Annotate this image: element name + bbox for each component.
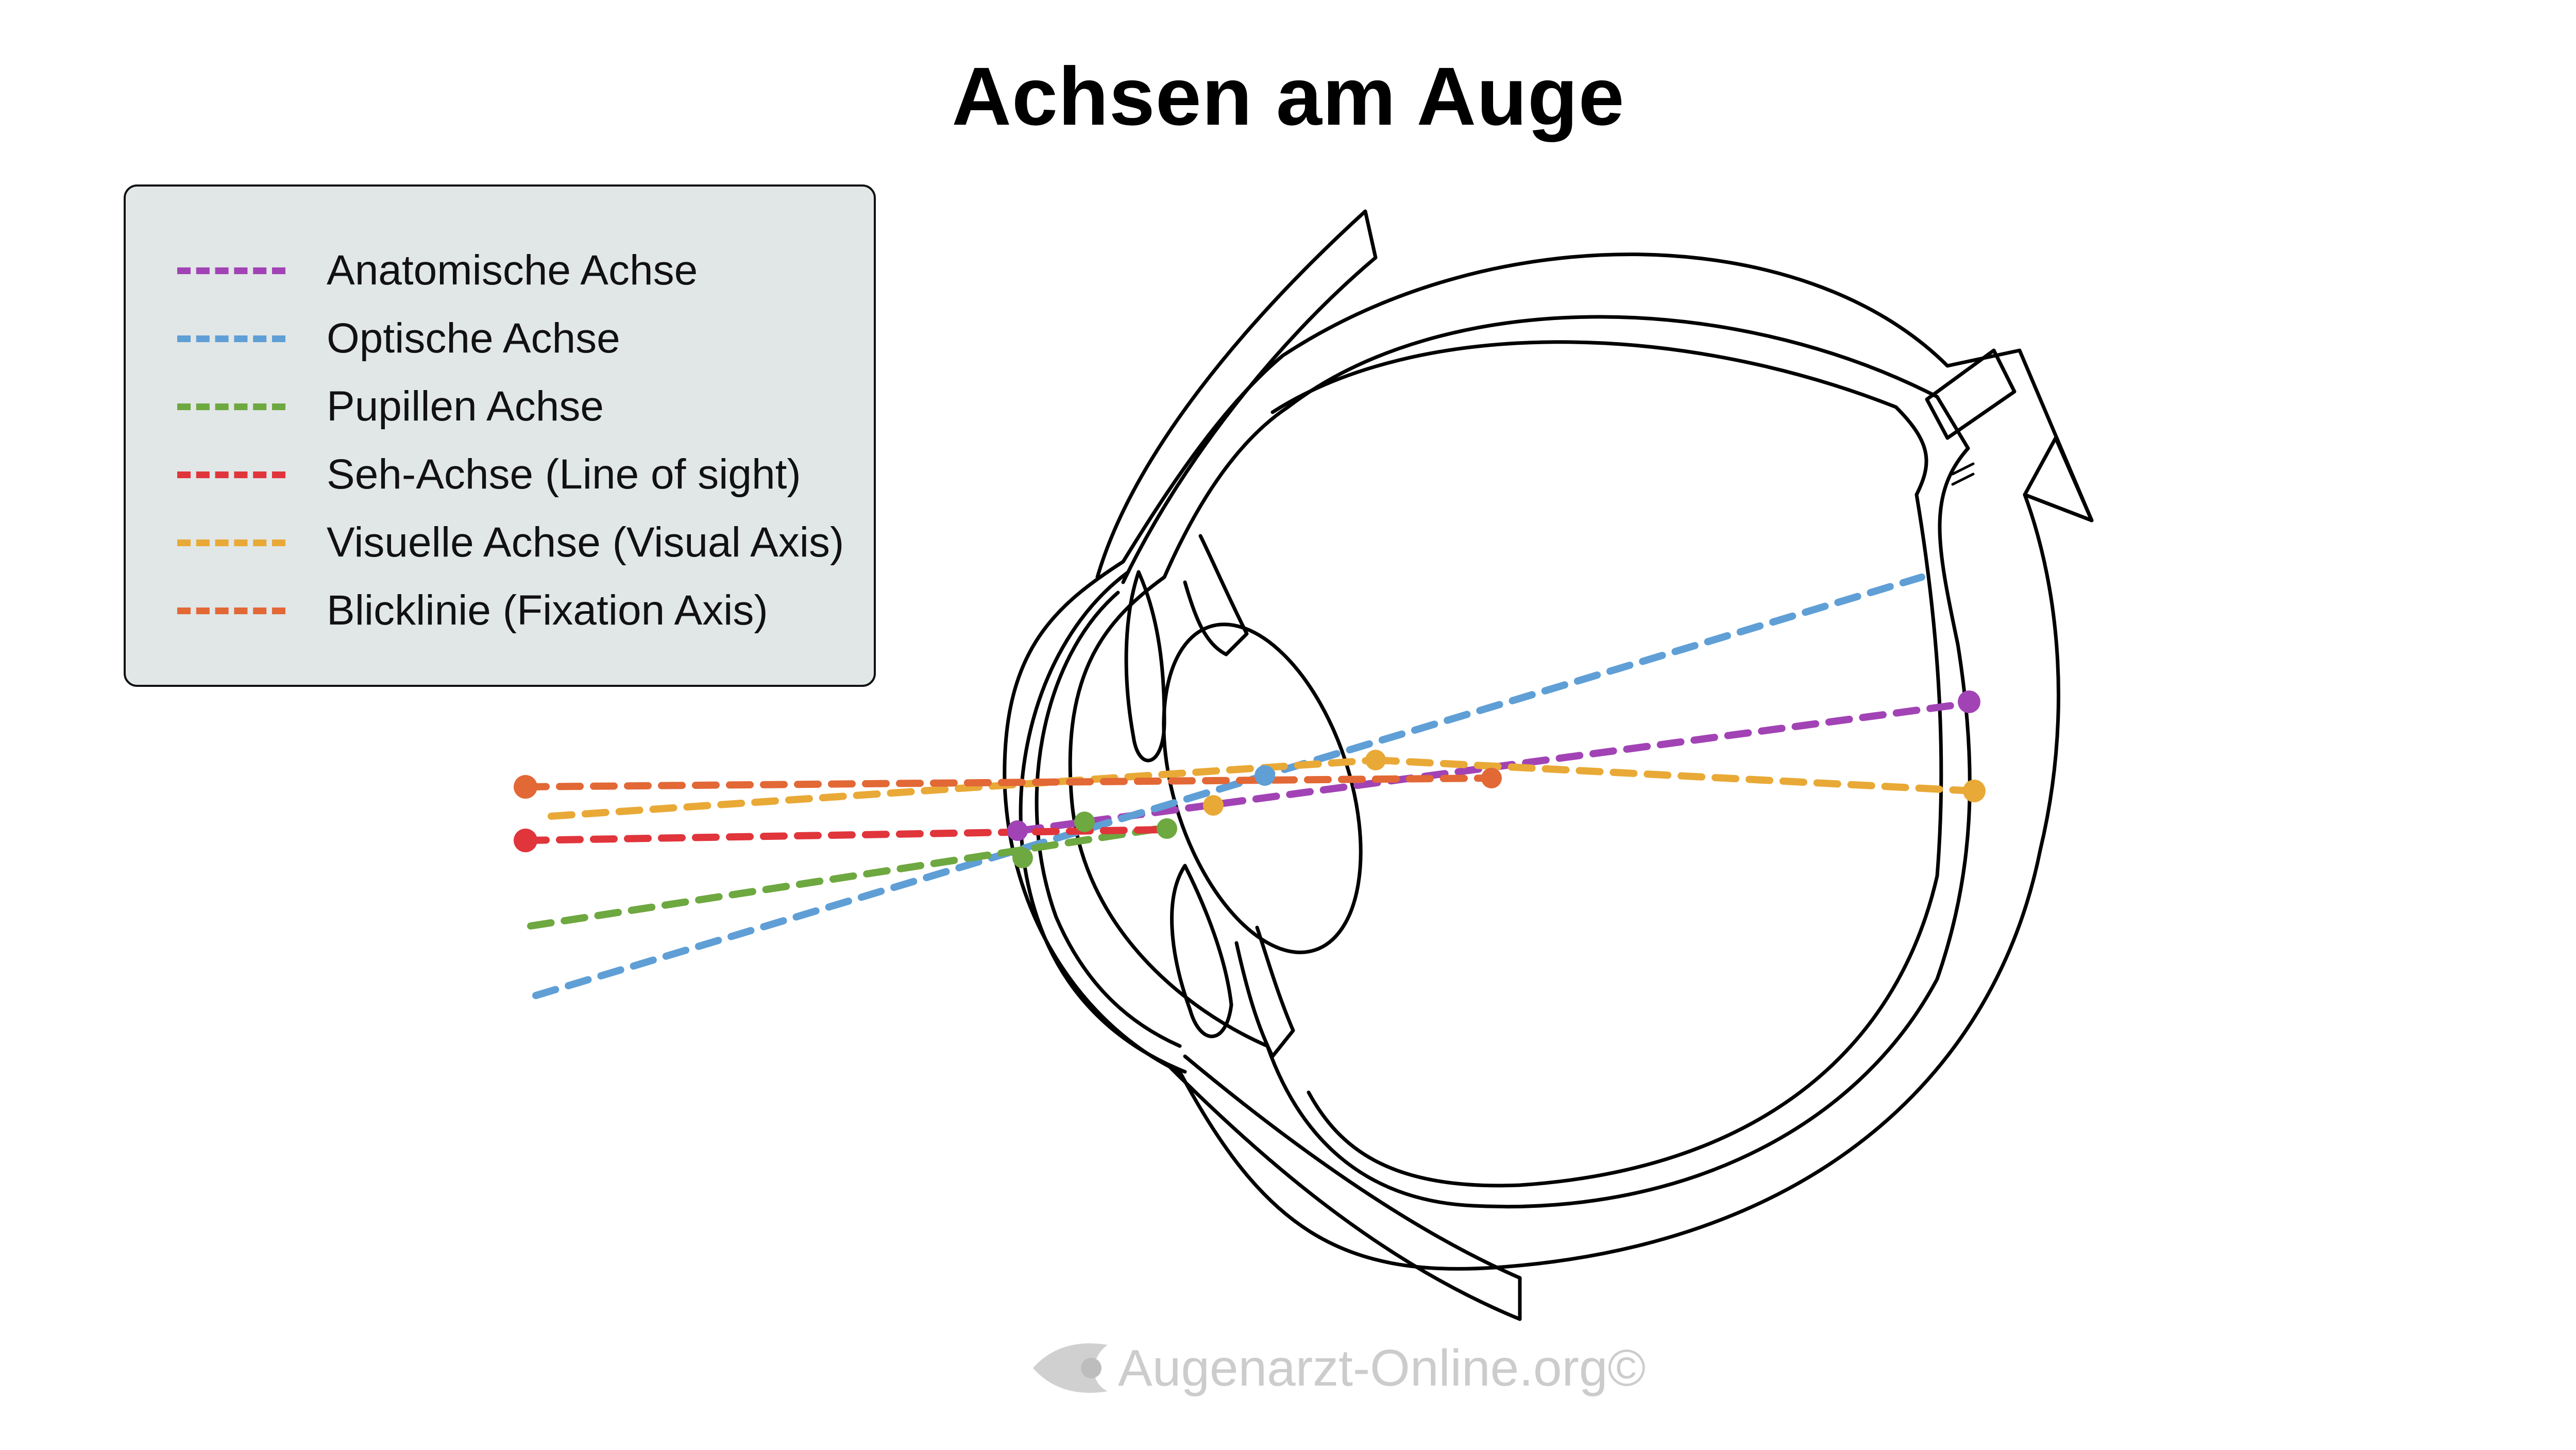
- axis-visual-line: [548, 756, 1379, 820]
- axis-sight-line: [522, 826, 1168, 844]
- point-visual-lens: [1203, 795, 1224, 816]
- eye-logo-icon: [1033, 1343, 1108, 1393]
- legend: Anatomische Achse Optische Achse Pupille…: [124, 184, 876, 687]
- legend-item: Seh-Achse (Line of sight): [177, 446, 801, 503]
- legend-label: Pupillen Achse: [327, 383, 604, 430]
- point-visual-node: [1365, 750, 1386, 770]
- axis-optical-line: [532, 574, 1925, 999]
- legend-swatch: [177, 403, 285, 410]
- legend-swatch: [177, 539, 285, 546]
- point-fixation-end: [1481, 768, 1502, 788]
- legend-label: Blicklinie (Fixation Axis): [327, 587, 768, 634]
- point-pupil-end: [1157, 818, 1177, 839]
- footer-text: Augenarzt-Online.org©: [1118, 1339, 1646, 1397]
- legend-item: Optische Achse: [177, 310, 620, 367]
- sclera-inner: [1068, 315, 1972, 1209]
- optic-disc-mark: [1951, 462, 1975, 486]
- legend-swatch: [177, 335, 285, 342]
- iris-upper: [1124, 570, 1166, 763]
- legend-label: Anatomische Achse: [327, 247, 698, 294]
- axis-pupil-line: [527, 823, 1173, 930]
- page-title: Achsen am Auge: [952, 50, 1625, 142]
- sclera-outer: [1003, 252, 2094, 1271]
- legend-item: Pupillen Achse: [177, 378, 604, 435]
- point-visual-retina: [1963, 780, 1986, 802]
- legend-swatch: [177, 471, 285, 478]
- upper-eyelid: [1095, 209, 1378, 584]
- optic-nerve: [1925, 348, 2016, 440]
- point-optical-lens: [1255, 765, 1275, 786]
- axis-visual-line-2: [1372, 756, 1977, 795]
- lower-eyelid: [1167, 1054, 1522, 1321]
- legend-swatch: [177, 267, 285, 274]
- point-pupil-front: [1012, 848, 1033, 868]
- point-anatomic-front: [1007, 820, 1028, 841]
- legend-item: Anatomische Achse: [177, 242, 698, 299]
- iris-lower: [1170, 864, 1233, 1038]
- point-sight-start: [514, 829, 537, 852]
- point-pupil-mid: [1074, 812, 1095, 832]
- retina-line: [1270, 340, 1943, 1188]
- point-fixation-start: [514, 775, 537, 799]
- legend-item: Visuelle Achse (Visual Axis): [177, 514, 844, 571]
- legend-item: Blicklinie (Fixation Axis): [177, 582, 768, 639]
- optic-nerve-lower: [2023, 436, 2094, 522]
- footer-watermark: Augenarzt-Online.org©: [1030, 1332, 1646, 1404]
- cornea-inner: [1035, 591, 1182, 1048]
- legend-swatch: [177, 607, 285, 614]
- legend-label: Seh-Achse (Line of sight): [327, 451, 801, 498]
- point-anatomic-retina: [1958, 690, 1980, 713]
- ciliary-body-upper: [1183, 534, 1249, 656]
- ciliary-body-lower: [1234, 925, 1295, 1058]
- cornea: [1019, 570, 1187, 1074]
- legend-label: Optische Achse: [327, 315, 620, 362]
- axis-fixation-line: [522, 774, 1498, 790]
- legend-label: Visuelle Achse (Visual Axis): [327, 519, 844, 566]
